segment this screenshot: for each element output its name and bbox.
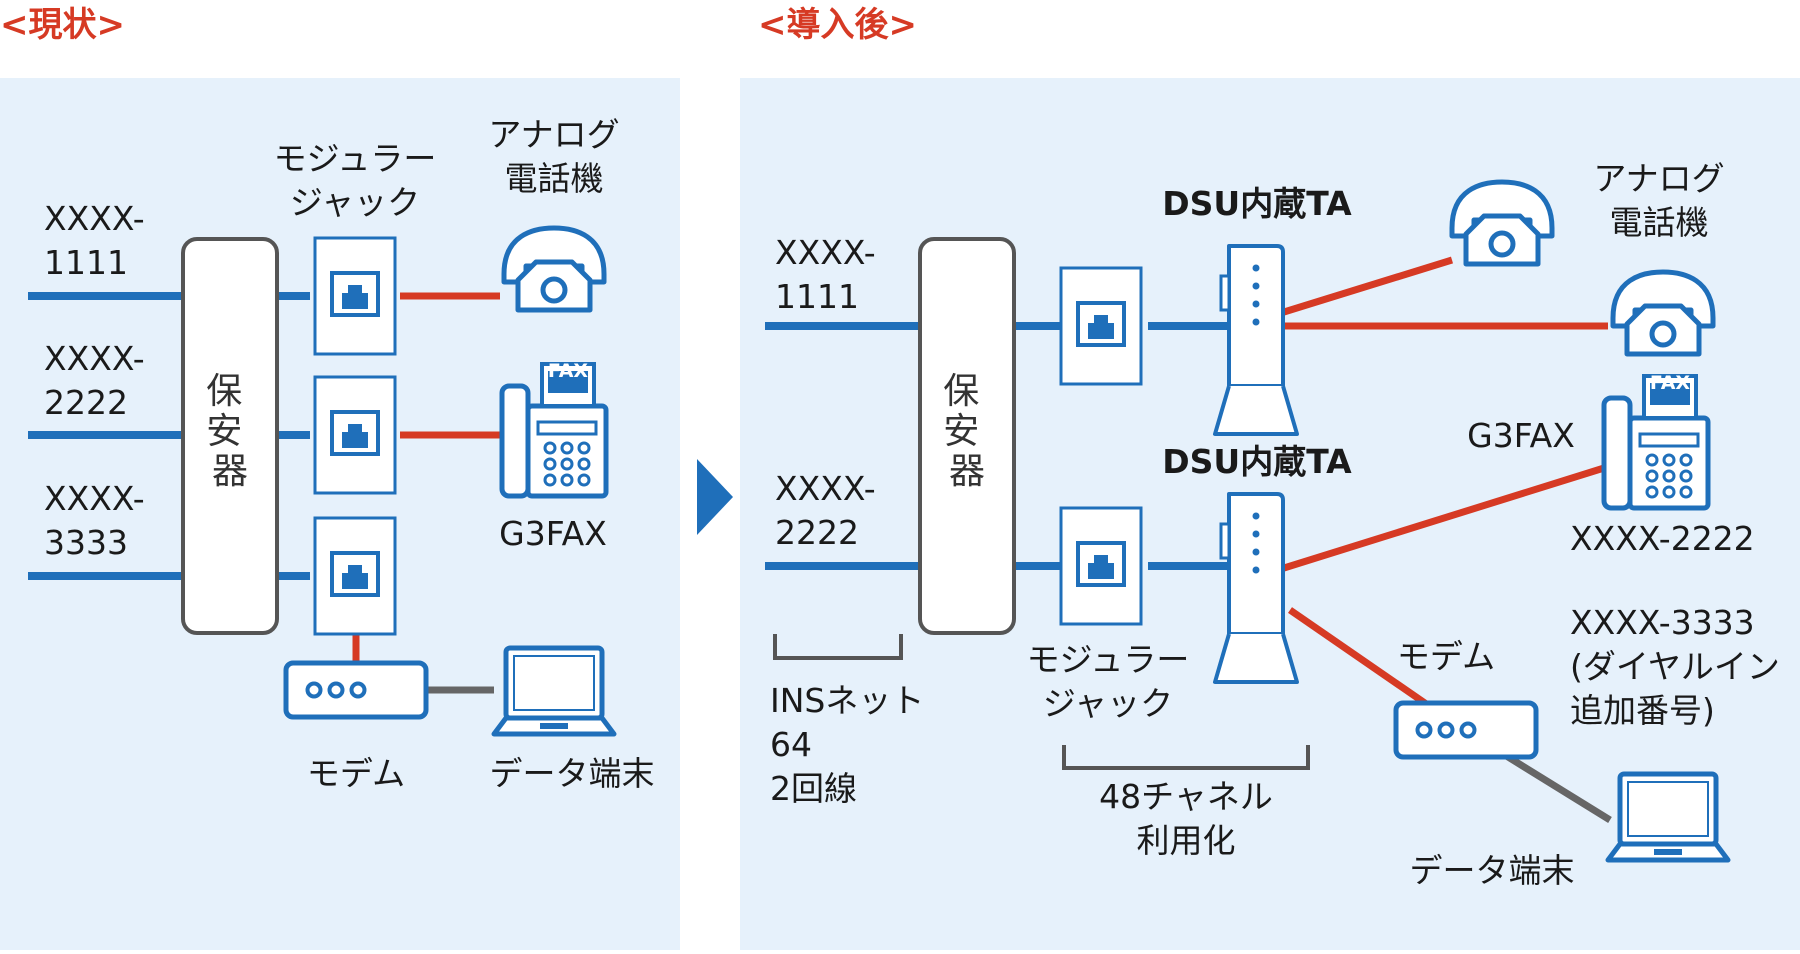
after-modular-jack-1 (1059, 266, 1143, 386)
after-protector-char-1: 保 (943, 371, 979, 412)
before-modem-label: モデム (307, 754, 405, 793)
before-title: <現状> (0, 5, 125, 45)
before-modular-jack-2 (313, 375, 397, 495)
after-number-2-line2: 2222 (775, 513, 859, 552)
after-dsu-ta-2 (1213, 492, 1299, 684)
after-lines (765, 256, 1612, 823)
before-modular-jack-1 (313, 236, 397, 356)
before-number-3-line2: 3333 (44, 523, 128, 562)
after-phone-icon-1 (1452, 182, 1552, 264)
after-modular-jack-2 (1059, 506, 1143, 626)
after-channel-bracket (1062, 745, 1310, 770)
after-protector (918, 237, 1016, 635)
after-jack-label-line2: ジャック (1043, 684, 1173, 723)
after-phone-icon-2 (1613, 272, 1713, 354)
after-terminal-label: データ端末 (1410, 851, 1575, 890)
after-phone-label: アナログ (1593, 159, 1724, 198)
after-ins-bracket (773, 634, 903, 660)
after-channel-label: 48チャネル (1099, 777, 1273, 816)
before-terminal-label: データ端末 (490, 754, 655, 793)
after-number-1-line2: 1111 (775, 277, 859, 316)
after-protector-label: 保 安 器 (943, 371, 990, 492)
before-number-2: XXXX- (44, 339, 145, 378)
after-fax-icon (1604, 376, 1708, 508)
before-fax-badge: FAX (548, 360, 589, 382)
after-dial-in-number: XXXX-3333 (1570, 603, 1755, 642)
before-modem-icon (286, 663, 426, 717)
after-dsu-ta-1 (1213, 244, 1299, 436)
before-jack-label-line2: ジャック (290, 183, 420, 222)
before-protector-char-2: 安 (206, 411, 242, 452)
after-title: <導入後> (758, 5, 917, 45)
transition-arrow-icon (697, 459, 733, 535)
after-channel-label-line2: 利用化 (1137, 821, 1236, 860)
before-phone-icon (504, 228, 604, 310)
before-lines (28, 292, 500, 694)
after-fax-badge: FAX (1650, 372, 1691, 394)
after-ins-label-line2: 64 (770, 725, 812, 764)
after-protector-char-2: 安 (943, 411, 979, 452)
before-phone-label-line2: 電話機 (505, 159, 604, 198)
before-protector-char-3: 器 (212, 451, 248, 492)
after-fax-label: G3FAX (1467, 416, 1575, 455)
after-number-2: XXXX- (775, 469, 876, 508)
before-number-1: XXXX- (44, 199, 145, 238)
before-phone-label: アナログ (488, 115, 619, 154)
after-dsu-label-1: DSU内蔵TA (1162, 184, 1352, 223)
after-modem-icon (1396, 703, 1536, 757)
after-phone-label-line2: 電話機 (1610, 203, 1709, 242)
after-dsu-label-2: DSU内蔵TA (1162, 442, 1352, 481)
after-modem-label: モデム (1397, 637, 1495, 676)
after-ins-label: INSネット (770, 681, 924, 720)
after-ins-label-line3: 2回線 (770, 769, 857, 808)
before-jack-label: モジュラー (274, 139, 437, 178)
before-fax-icon (502, 364, 606, 496)
before-laptop-icon (494, 648, 614, 734)
after-jack-label: モジュラー (1027, 640, 1190, 679)
after-dial-in-note-line2: 追加番号) (1570, 691, 1715, 730)
before-modular-jack-3 (313, 516, 397, 636)
before-protector-char-1: 保 (206, 371, 242, 412)
after-number-1: XXXX- (775, 233, 876, 272)
after-fax-number: XXXX-2222 (1570, 519, 1755, 558)
before-number-1-line2: 1111 (44, 243, 128, 282)
before-protector-label: 保 安 器 (206, 371, 253, 492)
before-panel (0, 78, 680, 950)
before-number-3: XXXX- (44, 479, 145, 518)
before-fax-label: G3FAX (499, 514, 607, 553)
after-protector-char-3: 器 (949, 451, 985, 492)
before-protector (181, 237, 279, 635)
after-laptop-icon (1608, 774, 1728, 860)
after-dial-in-note: (ダイヤルイン (1570, 647, 1780, 686)
before-number-2-line2: 2222 (44, 383, 128, 422)
